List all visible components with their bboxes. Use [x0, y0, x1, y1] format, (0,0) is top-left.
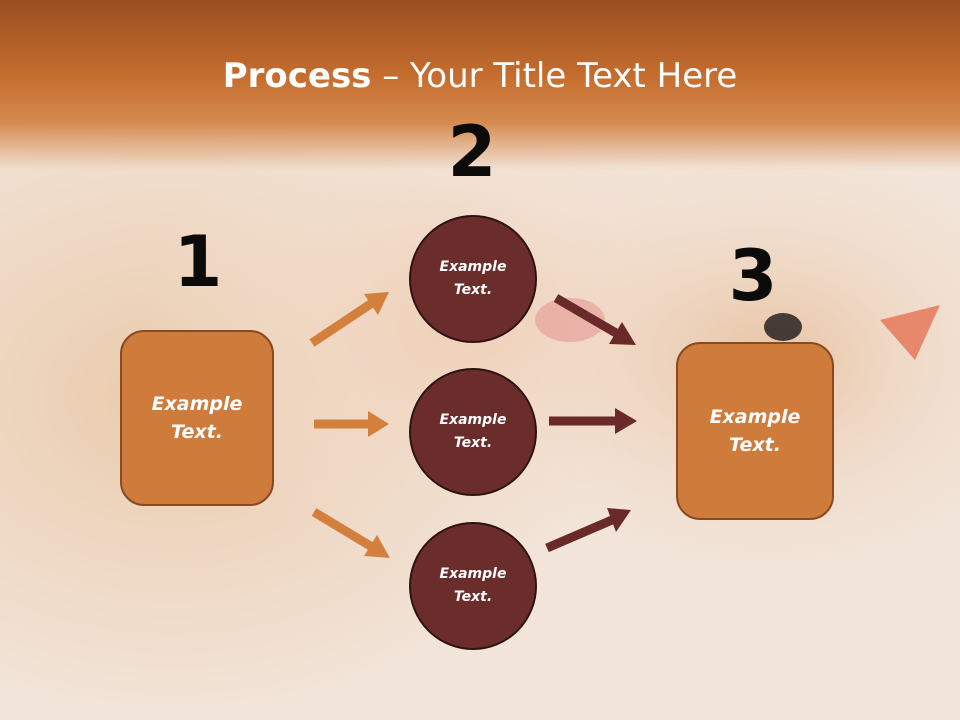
left-step-box: Example Text. [120, 330, 274, 506]
right-step-text: Example Text. [709, 406, 801, 456]
title-rest: – Your Title Text Here [371, 56, 738, 96]
left-step-text: Example Text. [151, 393, 243, 443]
arrow-middle-to-right [549, 408, 637, 434]
circle-top: Example Text. [409, 215, 537, 343]
arrow-top-to-right [553, 294, 636, 345]
title-bold: Process [222, 56, 372, 96]
circle-bottom-text: Example Text. [439, 566, 507, 605]
page-title: Process – Your Title Text Here [0, 54, 960, 98]
arrow-left-to-bottom [311, 508, 390, 558]
header-band [0, 0, 960, 170]
arrow-left-to-top [309, 292, 389, 347]
right-step-box: Example Text. [676, 342, 834, 520]
step-number-3: 3 [728, 235, 778, 317]
step-number-1: 1 [173, 221, 223, 303]
circle-middle: Example Text. [409, 368, 537, 496]
step-number-2: 2 [447, 111, 497, 193]
circle-middle-text: Example Text. [439, 412, 507, 451]
circle-top-text: Example Text. [439, 259, 507, 298]
arrow-left-to-middle [314, 411, 389, 437]
arrow-bottom-to-right [545, 508, 631, 553]
circle-bottom: Example Text. [409, 522, 537, 650]
